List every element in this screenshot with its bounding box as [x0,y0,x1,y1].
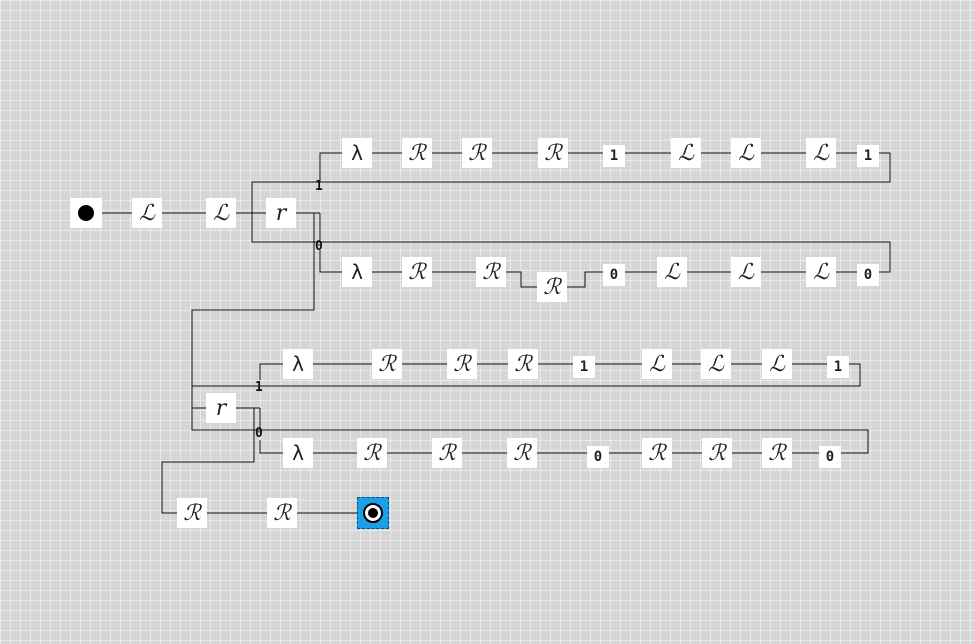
read-node[interactable]: r [206,393,236,423]
start-state[interactable] [70,198,102,228]
move-left-node[interactable]: ℒ [806,138,836,168]
move-right-node[interactable]: ℛ [177,498,207,528]
move-right-node[interactable]: ℛ [462,138,492,168]
move-right-node[interactable]: ℛ [537,272,567,302]
wire [259,363,283,380]
move-right-node[interactable]: ℛ [402,257,432,287]
wire [161,408,255,514]
move-left-node[interactable]: ℒ [762,349,792,379]
write-zero-node[interactable]: 0 [587,446,609,468]
move-left-node[interactable]: ℒ [731,257,761,287]
wire [192,363,861,387]
wire [319,152,342,182]
move-right-node[interactable]: ℛ [267,498,297,528]
lambda-node[interactable]: λ [283,438,313,468]
write-zero-node[interactable]: 0 [603,264,625,286]
wire [191,213,315,409]
move-left-node[interactable]: ℒ [701,349,731,379]
wire [191,408,869,454]
move-right-node[interactable]: ℛ [372,349,402,379]
move-left-node[interactable]: ℒ [731,138,761,168]
wire [319,250,342,273]
wire [567,271,603,288]
write-zero-node[interactable]: 0 [857,264,879,286]
lambda-node[interactable]: λ [342,138,372,168]
branch-label: 1 [255,380,263,395]
move-right-node[interactable]: ℛ [702,438,732,468]
move-right-node[interactable]: ℛ [508,349,538,379]
write-zero-node[interactable]: 0 [819,446,841,468]
move-right-node[interactable]: ℛ [402,138,432,168]
move-right-node[interactable]: ℛ [507,438,537,468]
move-right-node[interactable]: ℛ [538,138,568,168]
branch-label: 0 [255,426,263,441]
write-one-node[interactable]: 1 [603,145,625,167]
move-right-node[interactable]: ℛ [762,438,792,468]
start-dot-icon [78,205,94,221]
move-left-node[interactable]: ℒ [206,198,236,228]
move-left-node[interactable]: ℒ [657,257,687,287]
write-one-node[interactable]: 1 [857,145,879,167]
move-left-node[interactable]: ℒ [671,138,701,168]
move-left-node[interactable]: ℒ [132,198,162,228]
wire [259,440,283,454]
move-right-node[interactable]: ℛ [642,438,672,468]
branch-label: 1 [315,179,323,194]
write-one-node[interactable]: 1 [827,356,849,378]
wire [506,271,537,288]
wire [320,241,891,273]
write-one-node[interactable]: 1 [573,356,595,378]
move-right-node[interactable]: ℛ [447,349,477,379]
move-left-node[interactable]: ℒ [806,257,836,287]
branch-label: 0 [315,239,323,254]
lambda-node[interactable]: λ [342,257,372,287]
read-node[interactable]: r [266,198,296,228]
move-right-node[interactable]: ℛ [357,438,387,468]
final-state-icon [363,503,383,523]
move-right-node[interactable]: ℛ [476,257,506,287]
move-left-node[interactable]: ℒ [642,349,672,379]
final-state[interactable] [357,497,389,529]
lambda-node[interactable]: λ [283,349,313,379]
wire [251,152,891,243]
move-right-node[interactable]: ℛ [432,438,462,468]
